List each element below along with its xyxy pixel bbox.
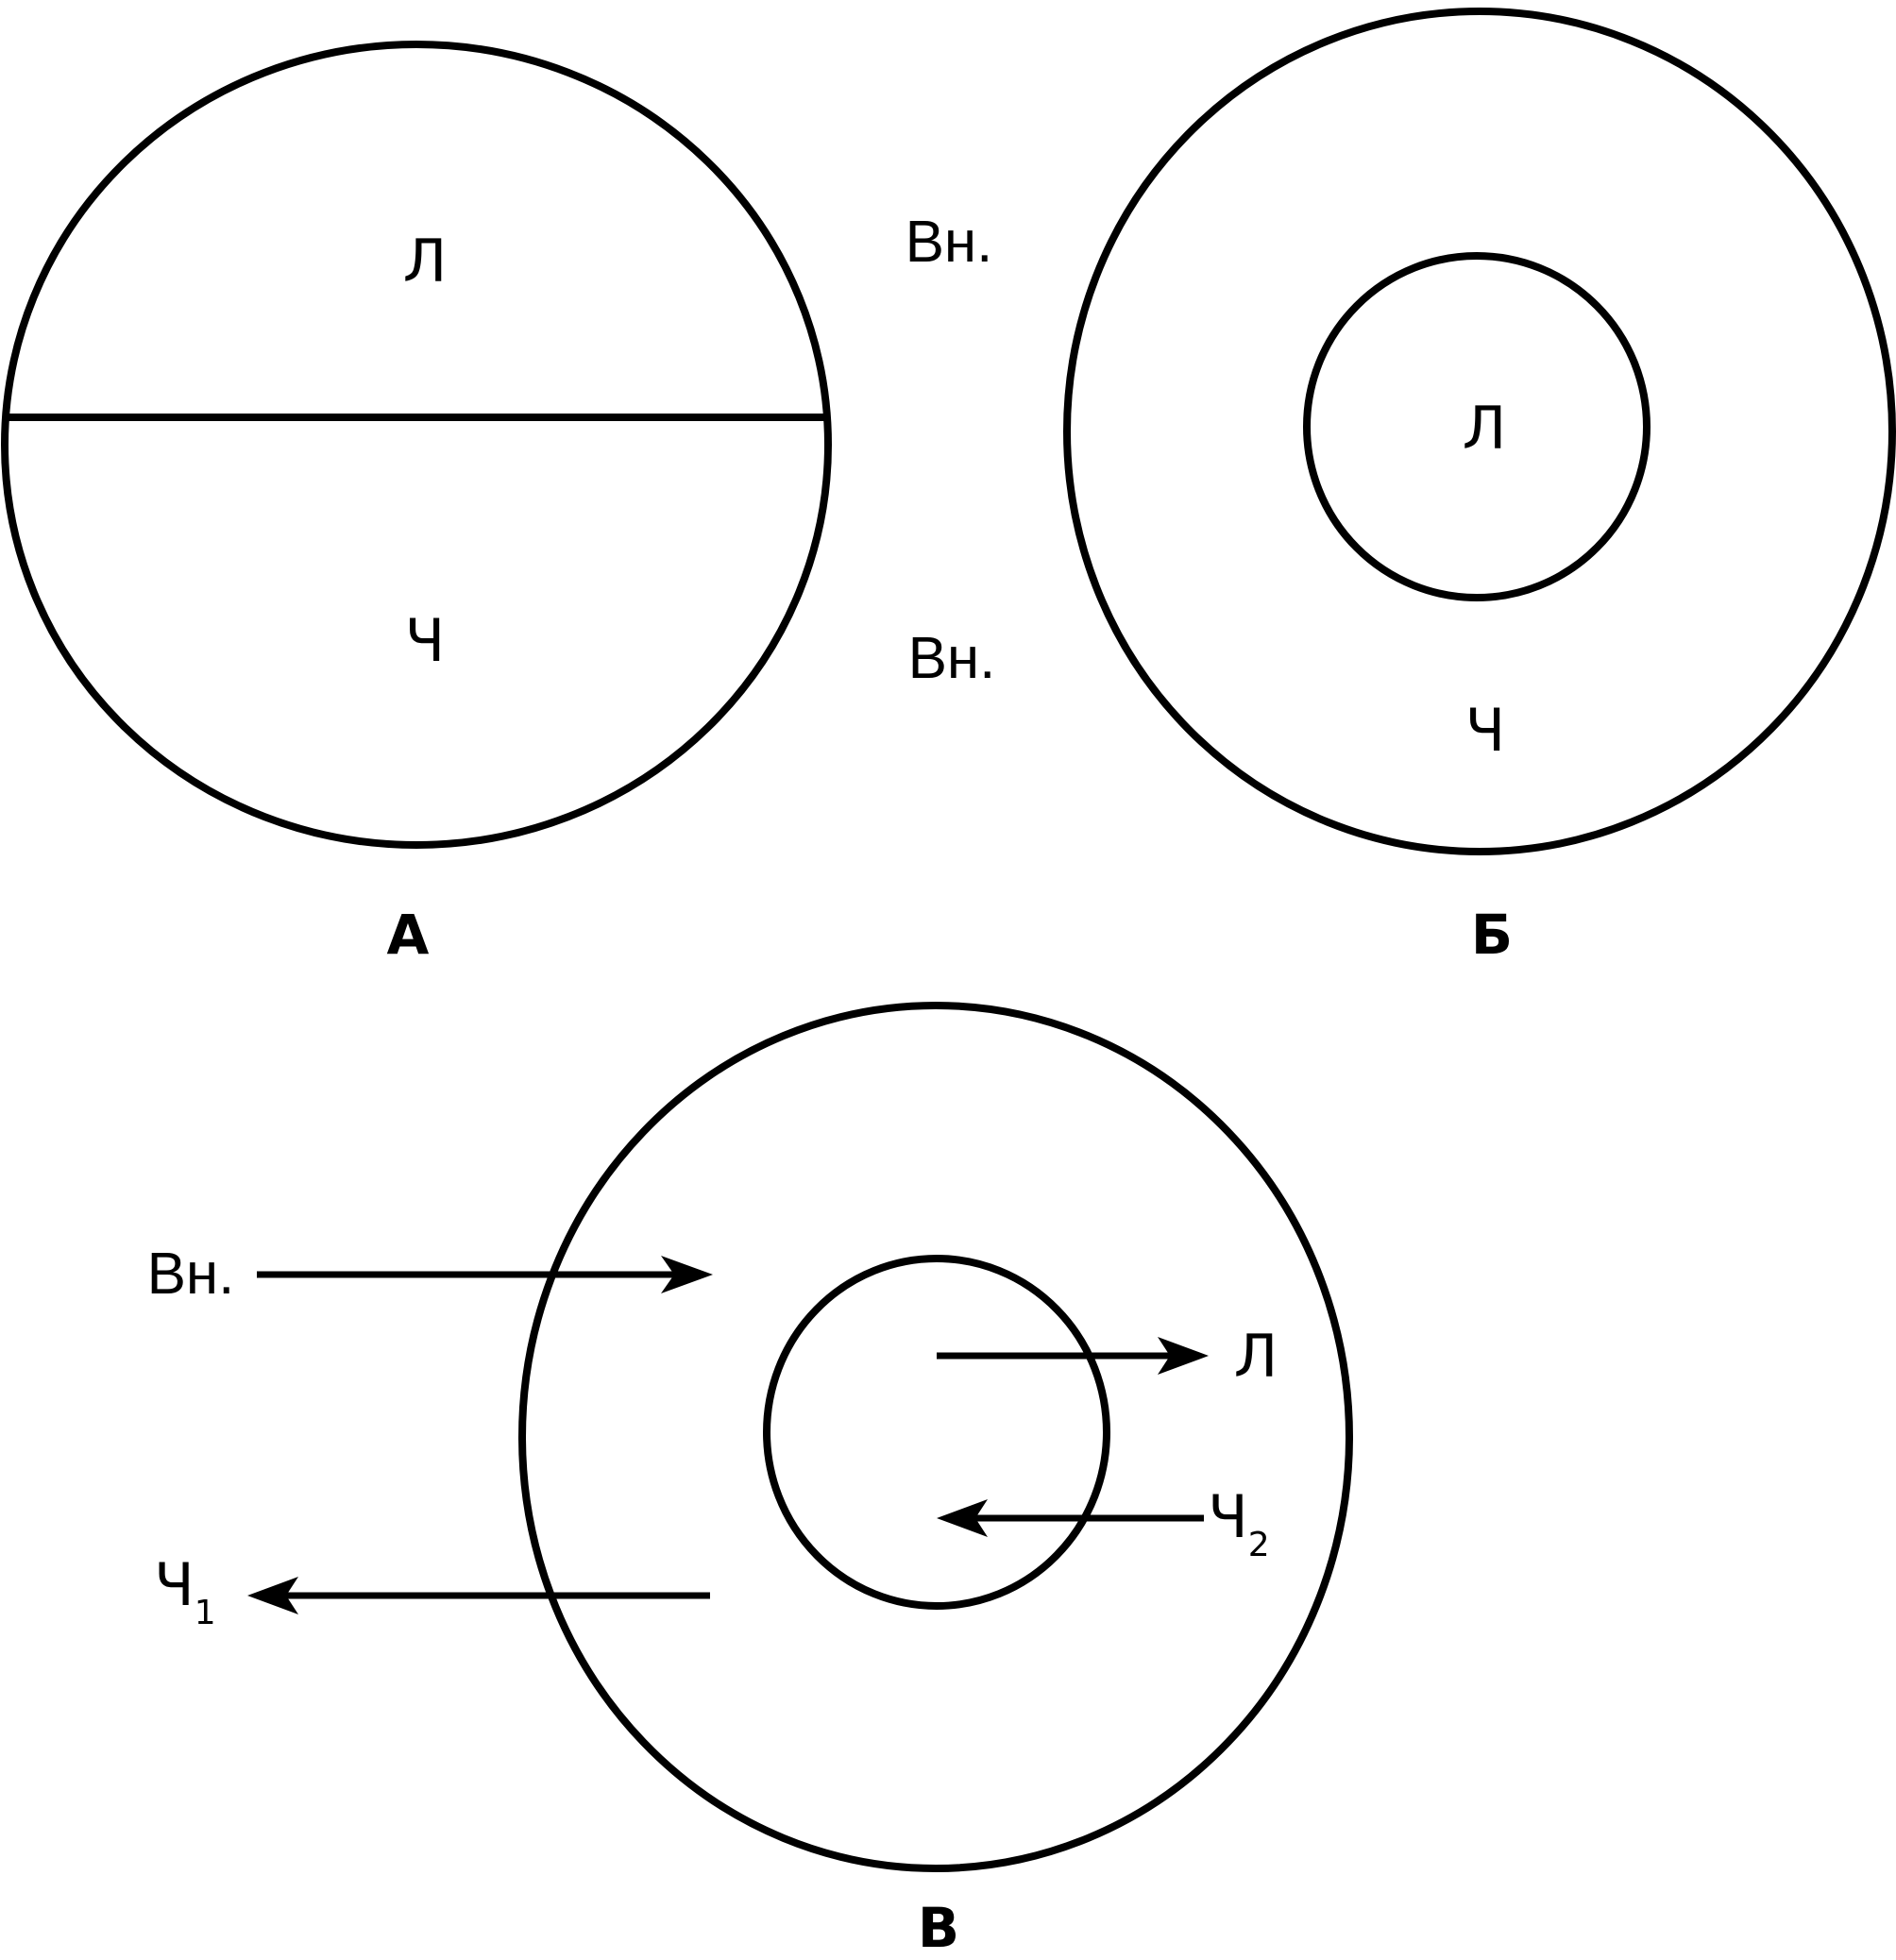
panel-b: Л Ч Б bbox=[1063, 8, 1896, 967]
panel-c-inner-circle bbox=[763, 1255, 1110, 1610]
panel-c-inner-incoming-arrow-head bbox=[937, 1499, 988, 1537]
panel-c-inner-outgoing-arrow-head bbox=[1158, 1337, 1209, 1375]
panel-c-incoming-label: Вн. bbox=[147, 1242, 235, 1307]
panel-a-outside-bottom-label: Вн. bbox=[908, 626, 996, 691]
panel-c-inner-outgoing-label: Л bbox=[1234, 1322, 1278, 1391]
panel-a-circle bbox=[1, 41, 832, 849]
panel-a-caption: А bbox=[387, 903, 430, 967]
panel-b-outer-circle bbox=[1063, 8, 1896, 855]
panel-c-outer-circle bbox=[518, 1002, 1353, 1872]
panel-c-outgoing-label: Ч1 bbox=[154, 1550, 215, 1632]
panel-b-outer-label: Ч bbox=[1465, 696, 1506, 765]
panel-b-caption: Б bbox=[1471, 903, 1513, 967]
panel-a-outside-top-label: Вн. bbox=[906, 210, 993, 275]
panel-c-inner-incoming-label: Ч2 bbox=[1208, 1482, 1269, 1564]
panel-c-incoming-arrow bbox=[257, 1256, 713, 1293]
panel-a-bottom-label: Ч bbox=[405, 606, 446, 675]
panel-c-inner-outgoing-arrow bbox=[937, 1337, 1209, 1375]
panel-c-inner-incoming-label-sub: 2 bbox=[1248, 1526, 1270, 1564]
panel-c-inner-incoming-arrow bbox=[937, 1499, 1204, 1537]
panel-c: Вн. Ч1 Л Ч2 В bbox=[147, 1002, 1353, 1960]
panel-c-outgoing-label-main: Ч bbox=[154, 1550, 195, 1619]
panel-c-outgoing-label-sub: 1 bbox=[195, 1594, 216, 1632]
panel-b-inner-circle bbox=[1303, 252, 1651, 601]
panel-c-inner-incoming-label-main: Ч bbox=[1208, 1482, 1248, 1551]
panel-a-top-label: Л bbox=[403, 227, 448, 296]
panel-c-outgoing-arrow bbox=[247, 1577, 710, 1614]
panel-c-caption: В bbox=[918, 1896, 959, 1960]
panel-c-outgoing-arrow-head bbox=[247, 1577, 298, 1614]
panel-a: Л Ч А bbox=[1, 41, 832, 967]
panel-b-inner-label: Л bbox=[1463, 394, 1507, 463]
panel-c-incoming-arrow-head bbox=[661, 1256, 713, 1293]
